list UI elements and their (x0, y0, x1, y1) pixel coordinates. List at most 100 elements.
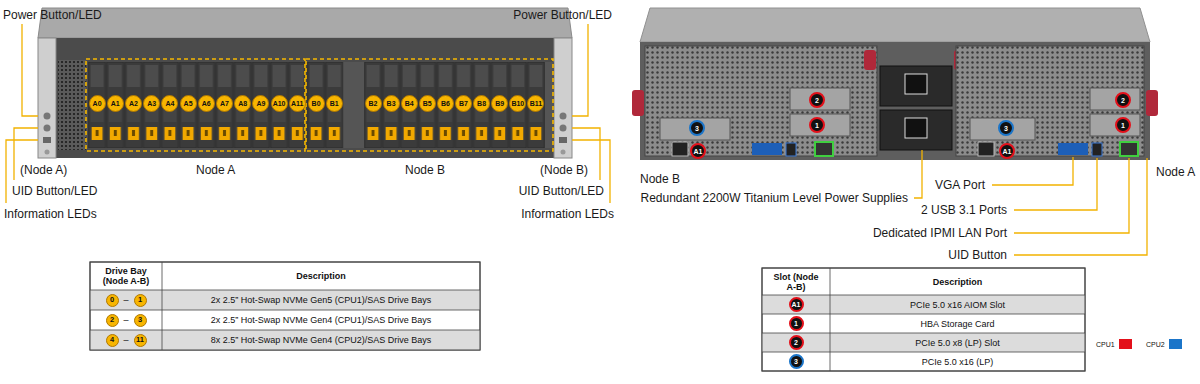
label-text: B9 (495, 100, 504, 107)
label-text: Description (933, 277, 983, 287)
legend-swatch (1119, 339, 1132, 349)
bay-number: 3 (134, 314, 147, 327)
bay-number: B6 (437, 95, 454, 112)
slot-number: 2 (789, 335, 804, 350)
label-text: 4 (110, 336, 114, 344)
label-text: 11 (136, 336, 144, 344)
bay-number: A2 (125, 95, 142, 112)
label-text: 3 (695, 125, 699, 132)
label-text: HBA Storage Card (920, 319, 994, 329)
label-text: Dedicated IPMI LAN Port (873, 226, 1007, 240)
callout-label: (Node A) (20, 163, 67, 177)
bay-number: 1 (134, 294, 147, 307)
callout-label: Node A (196, 163, 235, 177)
label-text: Slot (Node A-B) (770, 272, 822, 292)
label-text: Description (296, 271, 346, 281)
callout-label: (Node B) (540, 163, 588, 177)
table-cell: Slot (Node A-B) (762, 268, 830, 295)
slot-number: 3 (998, 120, 1014, 136)
label-text: UID Button (948, 248, 1007, 262)
callout-label: 2 USB 3.1 Ports (921, 203, 1007, 217)
label-text: PCIe 5.0 x16 (LP) (922, 357, 994, 367)
bay-number: 11 (134, 334, 147, 347)
label-text: 2 (815, 97, 819, 104)
table-cell: 2x 2.5” Hot-Swap NVMe Gen5 (CPU1)/SAS Dr… (162, 290, 480, 310)
bay-number: 4 (106, 334, 119, 347)
bay-number: B0 (308, 95, 325, 112)
label-text: A5 (184, 100, 193, 107)
label-text: Node A (1156, 165, 1195, 179)
callout-label: VGA Port (935, 178, 985, 192)
label-text: 3 (794, 358, 798, 365)
label-text: A1 (792, 301, 801, 308)
table-cell: 2x 2.5” Hot-Swap NVMe Gen4 (CPU1)/SAS Dr… (162, 310, 480, 330)
label-text: VGA Port (935, 178, 985, 192)
bay-number: B7 (455, 95, 472, 112)
label-text: Node A (196, 163, 235, 177)
table-cell: PCIe 5.0 x16 AIOM Slot (830, 295, 1085, 314)
bay-number: B9 (491, 95, 508, 112)
bay-number: A3 (143, 95, 160, 112)
table-cell: HBA Storage Card (830, 314, 1085, 333)
label-text: 2 USB 3.1 Ports (921, 203, 1007, 217)
label-text: B10 (511, 100, 524, 107)
slot-number: A1 (789, 297, 804, 312)
label-text: 2x 2.5” Hot-Swap NVMe Gen5 (CPU1)/SAS Dr… (211, 295, 432, 305)
label-text: – (123, 335, 128, 345)
bay-number: A11 (289, 95, 306, 112)
label-text: A2 (129, 100, 138, 107)
label-text: Power Button/LED (513, 8, 612, 22)
table-cell: – (119, 290, 133, 310)
slot-number: 3 (789, 354, 804, 369)
label-text: – (123, 295, 128, 305)
callout-label: UID Button/LED (519, 184, 604, 198)
bay-number: A4 (161, 95, 178, 112)
label-text: A7 (220, 100, 229, 107)
table-cell: Description (830, 268, 1085, 295)
label-text: 2 (1121, 97, 1125, 104)
callout-label: Node B (640, 172, 680, 186)
label-text: 8x 2.5” Hot-Swap NVMe Gen4 (CPU2)/SAS Dr… (211, 335, 432, 345)
label-text: UID Button/LED (12, 184, 97, 198)
label-text: PCIe 5.0 x8 (LP) Slot (915, 338, 1000, 348)
bay-number: A10 (271, 95, 288, 112)
label-text: 1 (815, 122, 819, 129)
label-text: Information LEDs (521, 207, 614, 221)
label-text: B11 (530, 100, 542, 107)
label-text: – (123, 315, 128, 325)
label-text: B6 (441, 100, 450, 107)
label-text: PCIe 5.0 x16 AIOM Slot (910, 300, 1005, 310)
slot-number: 1 (1115, 117, 1131, 133)
legend-swatch (1169, 339, 1182, 349)
table-cell: Description (162, 262, 480, 290)
label-text: Drive Bay (Node A-B) (100, 266, 152, 286)
callout-label: Node A (1156, 165, 1195, 179)
label-text: Redundant 2200W Titanium Level Power Sup… (641, 191, 909, 205)
bay-number: B2 (365, 95, 382, 112)
label-text: A1 (694, 148, 703, 155)
label-text: A8 (238, 100, 247, 107)
bay-number: B1 (326, 95, 343, 112)
slot-number: 2 (809, 92, 825, 108)
label-text: 2x 2.5” Hot-Swap NVMe Gen4 (CPU1)/SAS Dr… (211, 315, 432, 325)
bay-number: A5 (180, 95, 197, 112)
bay-number: A7 (216, 95, 233, 112)
label-text: A4 (165, 100, 174, 107)
label-text: Node B (405, 163, 445, 177)
label-text: B4 (405, 100, 414, 107)
label-text: A9 (256, 100, 265, 107)
bay-number: B5 (419, 95, 436, 112)
bay-number: A0 (89, 95, 106, 112)
legend-label: CPU1 (1096, 340, 1115, 349)
legend-label: CPU2 (1146, 340, 1165, 349)
bay-number: A6 (198, 95, 215, 112)
label-text: Information LEDs (4, 207, 97, 221)
callout-label: Redundant 2200W Titanium Level Power Sup… (641, 191, 909, 205)
callout-label: Power Button/LED (513, 8, 612, 22)
label-text: (Node B) (540, 163, 588, 177)
label-text: 3 (138, 316, 142, 324)
label-text: B3 (387, 100, 396, 107)
table-cell: PCIe 5.0 x16 (LP) (830, 352, 1085, 371)
table-cell: – (119, 330, 133, 350)
callout-label: UID Button/LED (12, 184, 97, 198)
